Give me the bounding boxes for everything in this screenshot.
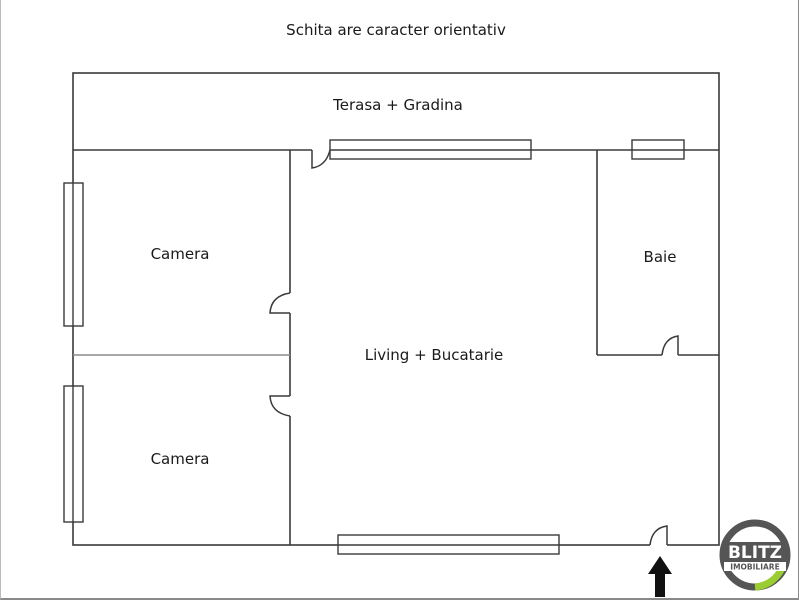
logo-text-blitz: BLITZ: [728, 543, 782, 563]
room-label-baie: Baie: [643, 248, 677, 266]
logo-text-imobiliare: IMOBILIARE: [730, 563, 779, 572]
disclaimer-note: Schita are caracter orientativ: [286, 21, 506, 39]
blitz-imobiliare-logo: BLITZ IMOBILIARE: [718, 518, 792, 592]
room-label-terasa: Terasa + Gradina: [333, 96, 463, 114]
room-label-camera-2: Camera: [150, 450, 210, 468]
door-camera-2: [269, 395, 291, 417]
door-terrace: [311, 149, 331, 169]
arrow-up-icon: [648, 556, 672, 597]
room-label-camera-1: Camera: [150, 245, 210, 263]
door-camera-1: [269, 292, 291, 314]
room-label-living: Living + Bucatarie: [364, 346, 504, 364]
door-entrance: [649, 525, 668, 546]
door-baie: [661, 335, 679, 356]
